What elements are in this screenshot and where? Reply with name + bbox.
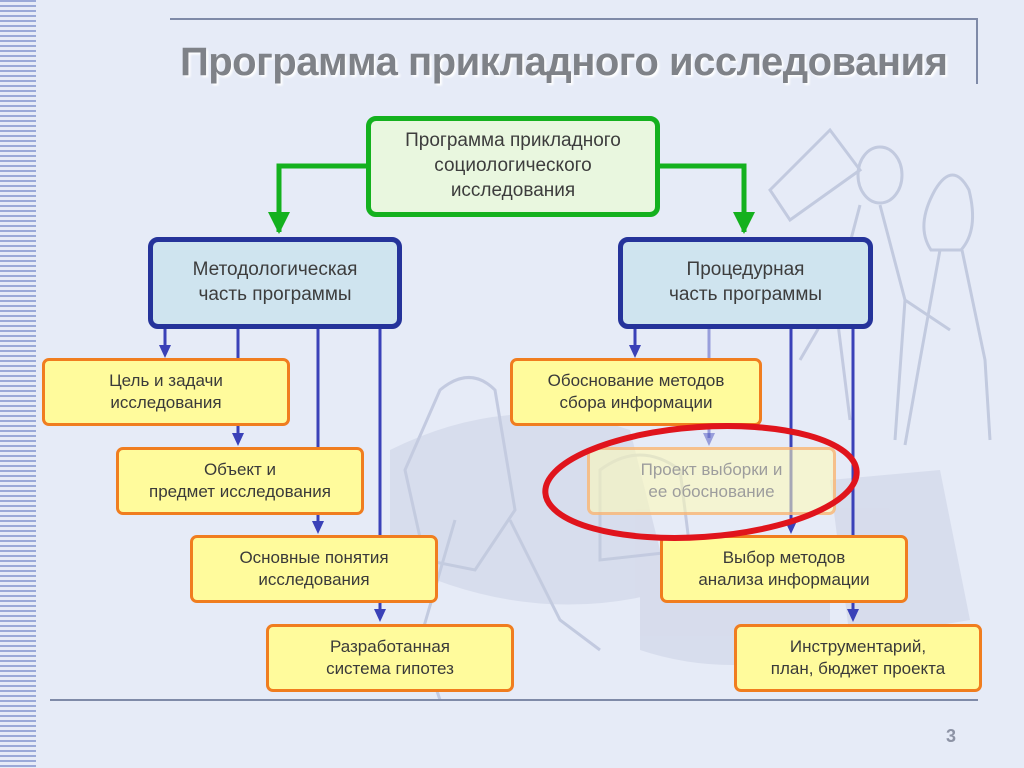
methodological-part-box: Методологическая часть программы	[148, 237, 402, 329]
analysis-methods-box: Выбор методов анализа информации	[660, 535, 908, 603]
analysis-line-1: Выбор методов	[722, 547, 846, 567]
procedural-line-2: часть программы	[668, 284, 823, 305]
collection-line-2: сбора информации	[559, 393, 713, 412]
data-collection-methods-box: Обоснование методов сбора информации	[510, 358, 762, 426]
goal-line-1: Цель и задачи	[109, 370, 223, 390]
collection-line-1: Обоснование методов	[547, 370, 725, 390]
root-line-2: социологического	[434, 155, 592, 177]
object-line-2: предмет исследования	[148, 482, 331, 501]
top-rule-end	[976, 18, 978, 84]
left-stripe-decoration	[0, 0, 36, 768]
procedural-part-box: Процедурная часть программы	[618, 237, 873, 329]
hypotheses-line-2: система гипотез	[326, 659, 454, 678]
methodological-line-1: Методологическая	[192, 259, 358, 281]
concepts-line-2: исследования	[258, 570, 370, 589]
goal-line-2: исследования	[110, 393, 222, 412]
methodological-line-2: часть программы	[198, 284, 352, 305]
bottom-rule	[50, 699, 978, 701]
instruments-line-1: Инструментарий,	[789, 636, 927, 656]
root-program-box: Программа прикладного социологического и…	[366, 116, 660, 217]
object-line-1: Объект и	[203, 459, 277, 479]
analysis-line-2: анализа информации	[698, 570, 870, 589]
sample-design-box: Проект выборки и ее обоснование	[587, 447, 836, 515]
hypotheses-system-box: Разработанная система гипотез	[266, 624, 514, 692]
instruments-line-2: план, бюджет проекта	[770, 659, 946, 678]
instruments-plan-budget-box: Инструментарий, план, бюджет проекта	[734, 624, 982, 692]
concepts-line-1: Основные понятия	[239, 547, 389, 567]
root-line-1: Программа прикладного	[405, 130, 621, 152]
root-line-3: исследования	[450, 179, 576, 201]
procedural-line-1: Процедурная	[686, 259, 805, 281]
top-rule	[170, 18, 978, 20]
page-number: 3	[946, 726, 957, 746]
basic-concepts-box: Основные понятия исследования	[190, 535, 438, 603]
hypotheses-line-1: Разработанная	[329, 636, 451, 656]
sample-line-2: ее обоснование	[648, 482, 775, 501]
goal-and-tasks-box: Цель и задачи исследования	[42, 358, 290, 426]
object-and-subject-box: Объект и предмет исследования	[116, 447, 364, 515]
sample-line-1: Проект выборки и	[640, 459, 783, 479]
slide-title: Программа прикладного исследования	[180, 40, 948, 84]
